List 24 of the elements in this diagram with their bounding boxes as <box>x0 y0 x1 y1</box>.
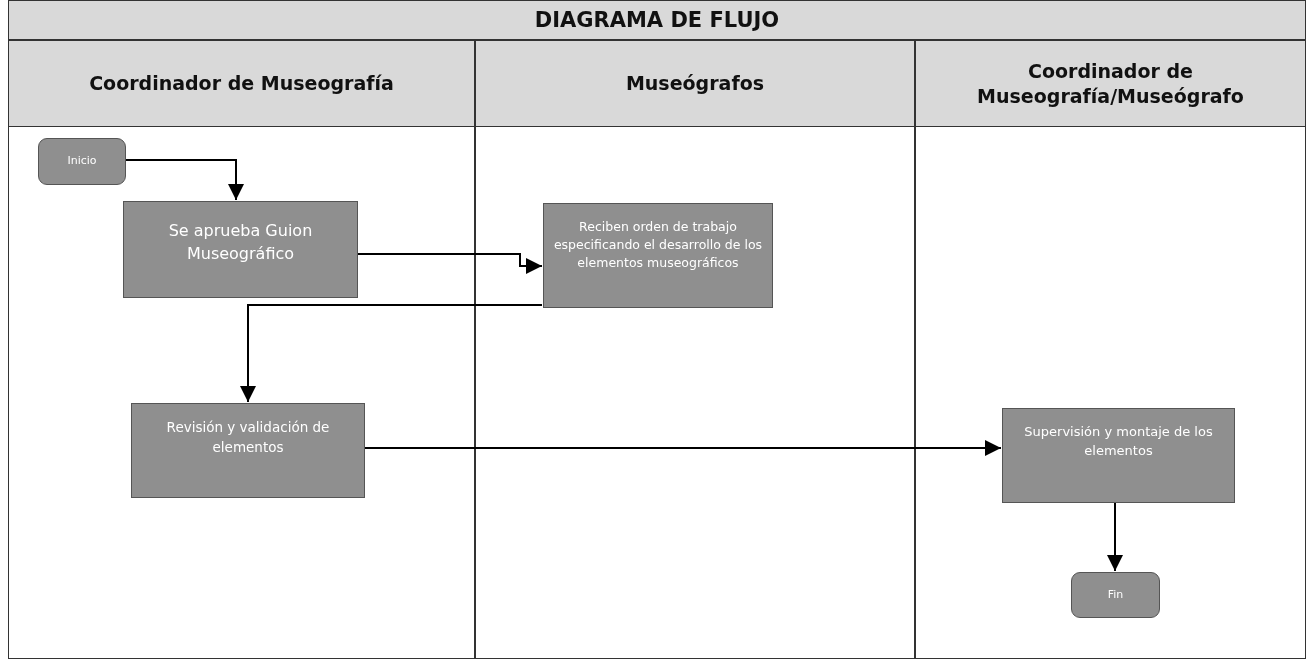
lane-title: Museógrafos <box>625 71 765 96</box>
process-box <box>131 403 365 498</box>
swimlane <box>915 40 1306 659</box>
arrow <box>240 304 543 403</box>
arrow <box>363 440 1002 456</box>
diagram-title: DIAGRAMA DE FLUJO <box>534 8 780 32</box>
process-box <box>543 203 773 308</box>
lane-title: Coordinador de Museografía/Museógrafo <box>976 58 1245 109</box>
swimlane <box>475 40 915 659</box>
arrow <box>1107 501 1123 572</box>
process-box <box>1002 408 1235 503</box>
terminal-box <box>1071 572 1160 618</box>
node-text: Inicio <box>67 153 97 169</box>
node-text: Supervisión y montaje de los elementos <box>1023 423 1214 460</box>
arrow <box>124 159 244 201</box>
swimlane <box>8 40 475 659</box>
lane-title: Coordinador de Museografía <box>89 71 394 96</box>
terminal-box <box>38 138 126 185</box>
node-text: Fin <box>1107 587 1124 603</box>
process-box <box>123 201 358 298</box>
arrow <box>356 253 543 274</box>
node-text: Se aprueba Guion Museográfico <box>167 220 314 266</box>
node-text: Revisión y validación de elementos <box>165 418 331 457</box>
node-text: Reciben orden de trabajo especificando el desarrollo de los elementos museográficos <box>552 218 764 273</box>
